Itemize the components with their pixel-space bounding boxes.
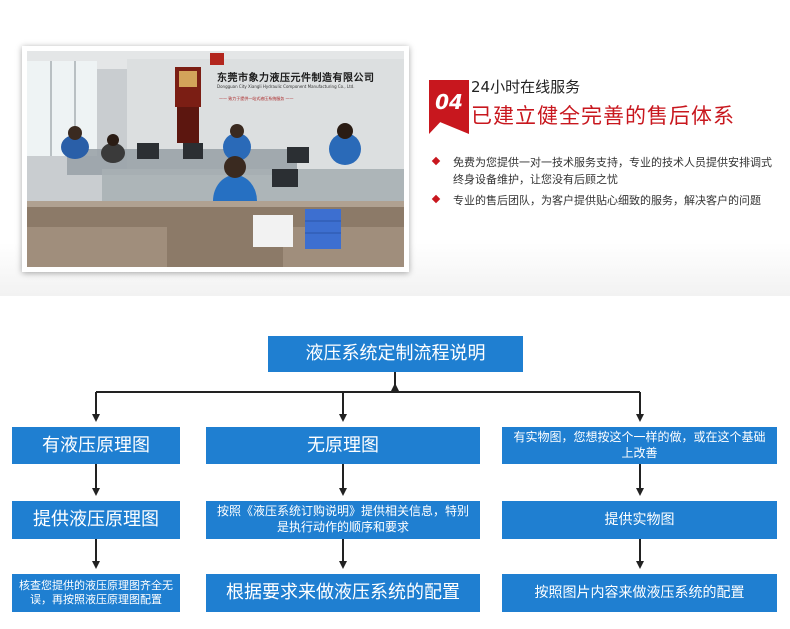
customization-flowchart: 液压系统定制流程说明 有液压原理图 无原理图 有实物图，您想按这个一样的做，或在… [0,296,790,629]
service-info: 04 24小时在线服务 已建立健全完善的售后体系 免费为您提供一对一技术服务支持… [425,76,785,236]
service-bullet: 免费为您提供一对一技术服务支持，专业的技术人员提供安排调式终身设备维护，让您没有… [431,154,773,188]
office-scene-image [27,51,404,267]
section-number: 04 [435,90,463,114]
service-title: 已建立健全完善的售后体系 [471,104,735,128]
number-badge-ribbon [429,80,469,134]
flowchart-title: 液压系统定制流程说明 [268,336,523,372]
flow-step-configure-from-diagram: 核查您提供的液压原理图齐全无误，再按照液压原理图配置 [12,574,180,612]
company-sign-english: Dongguan City Xiangli Hydraulic Componen… [217,84,355,89]
flow-step-configure-from-requirements: 根据要求来做液压系统的配置 [206,574,480,612]
company-sign-name: 东莞市象力液压元件制造有限公司 [217,73,375,84]
flow-step-configure-from-image: 按照图片内容来做液压系统的配置 [502,574,777,612]
flowchart-connectors [92,372,644,569]
flow-step-has-diagram: 有液压原理图 [12,427,180,464]
bullet-text: 专业的售后团队，为客户提供贴心细致的服务，解决客户的问题 [453,194,761,207]
service-bullet: 专业的售后团队，为客户提供贴心细致的服务，解决客户的问题 [431,192,773,209]
section-number-badge: 04 [429,80,469,134]
flow-step-provide-sample-image: 提供实物图 [502,501,777,539]
after-sales-section: 东莞市象力液压元件制造有限公司 Dongguan City Xiangli Hy… [0,0,790,296]
office-photo: 东莞市象力液压元件制造有限公司 Dongguan City Xiangli Hy… [22,46,409,272]
flow-step-provide-diagram: 提供液压原理图 [12,501,180,539]
service-subtitle: 24小时在线服务 [471,78,581,96]
bullet-text: 免费为您提供一对一技术服务支持，专业的技术人员提供安排调式终身设备维护，让您没有… [453,156,772,186]
flow-step-provide-info: 按照《液压系统订购说明》提供相关信息，特别是执行动作的顺序和要求 [206,501,480,539]
flow-step-no-diagram: 无原理图 [206,427,480,464]
company-sign-slogan: —— 致力于提供一站式液压系统服务 —— [219,96,294,101]
flow-step-has-physical-sample: 有实物图，您想按这个一样的做，或在这个基础上改善 [502,427,777,464]
